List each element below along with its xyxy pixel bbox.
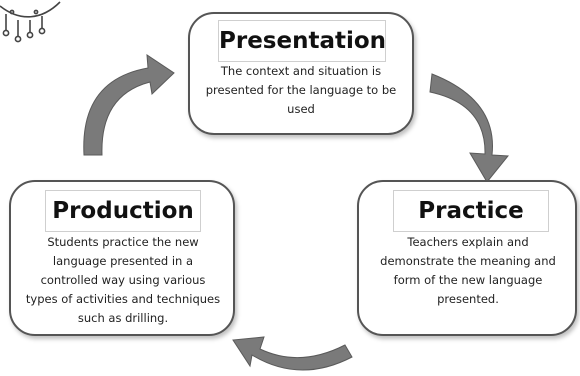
text-line: form of the new language xyxy=(393,273,543,287)
text-line: types of activities and techniques xyxy=(25,292,221,306)
text-line: used xyxy=(287,102,315,116)
arrow-presentation-to-practice xyxy=(429,73,509,183)
text-line: controlled way using various xyxy=(40,273,206,287)
arrow-production-to-presentation xyxy=(83,54,175,156)
production-box: Production Students practice the new lan… xyxy=(9,180,235,336)
text-line: Teachers explain and xyxy=(407,235,529,249)
presentation-box: Presentation The context and situation i… xyxy=(188,12,414,135)
text-line: presented for the language to be xyxy=(205,83,397,97)
practice-description: Teachers explain and demonstrate the mea… xyxy=(375,233,561,309)
circuit-decoration-icon xyxy=(0,1,61,43)
arrow-practice-to-production xyxy=(232,336,353,371)
text-line: The context and situation is xyxy=(220,64,382,78)
text-line: presented. xyxy=(437,292,499,306)
text-line: such as drilling. xyxy=(77,311,169,325)
practice-box: Practice Teachers explain and demonstrat… xyxy=(357,180,577,336)
production-title: Production xyxy=(45,190,201,232)
production-description: Students practice the new language prese… xyxy=(16,233,230,328)
presentation-description: The context and situation is presented f… xyxy=(202,62,400,119)
presentation-title: Presentation xyxy=(218,20,386,62)
practice-title: Practice xyxy=(393,190,549,232)
text-line: language presented in a xyxy=(52,254,194,268)
text-line: Students practice the new xyxy=(47,235,199,249)
text-line: demonstrate the meaning and xyxy=(380,254,556,268)
